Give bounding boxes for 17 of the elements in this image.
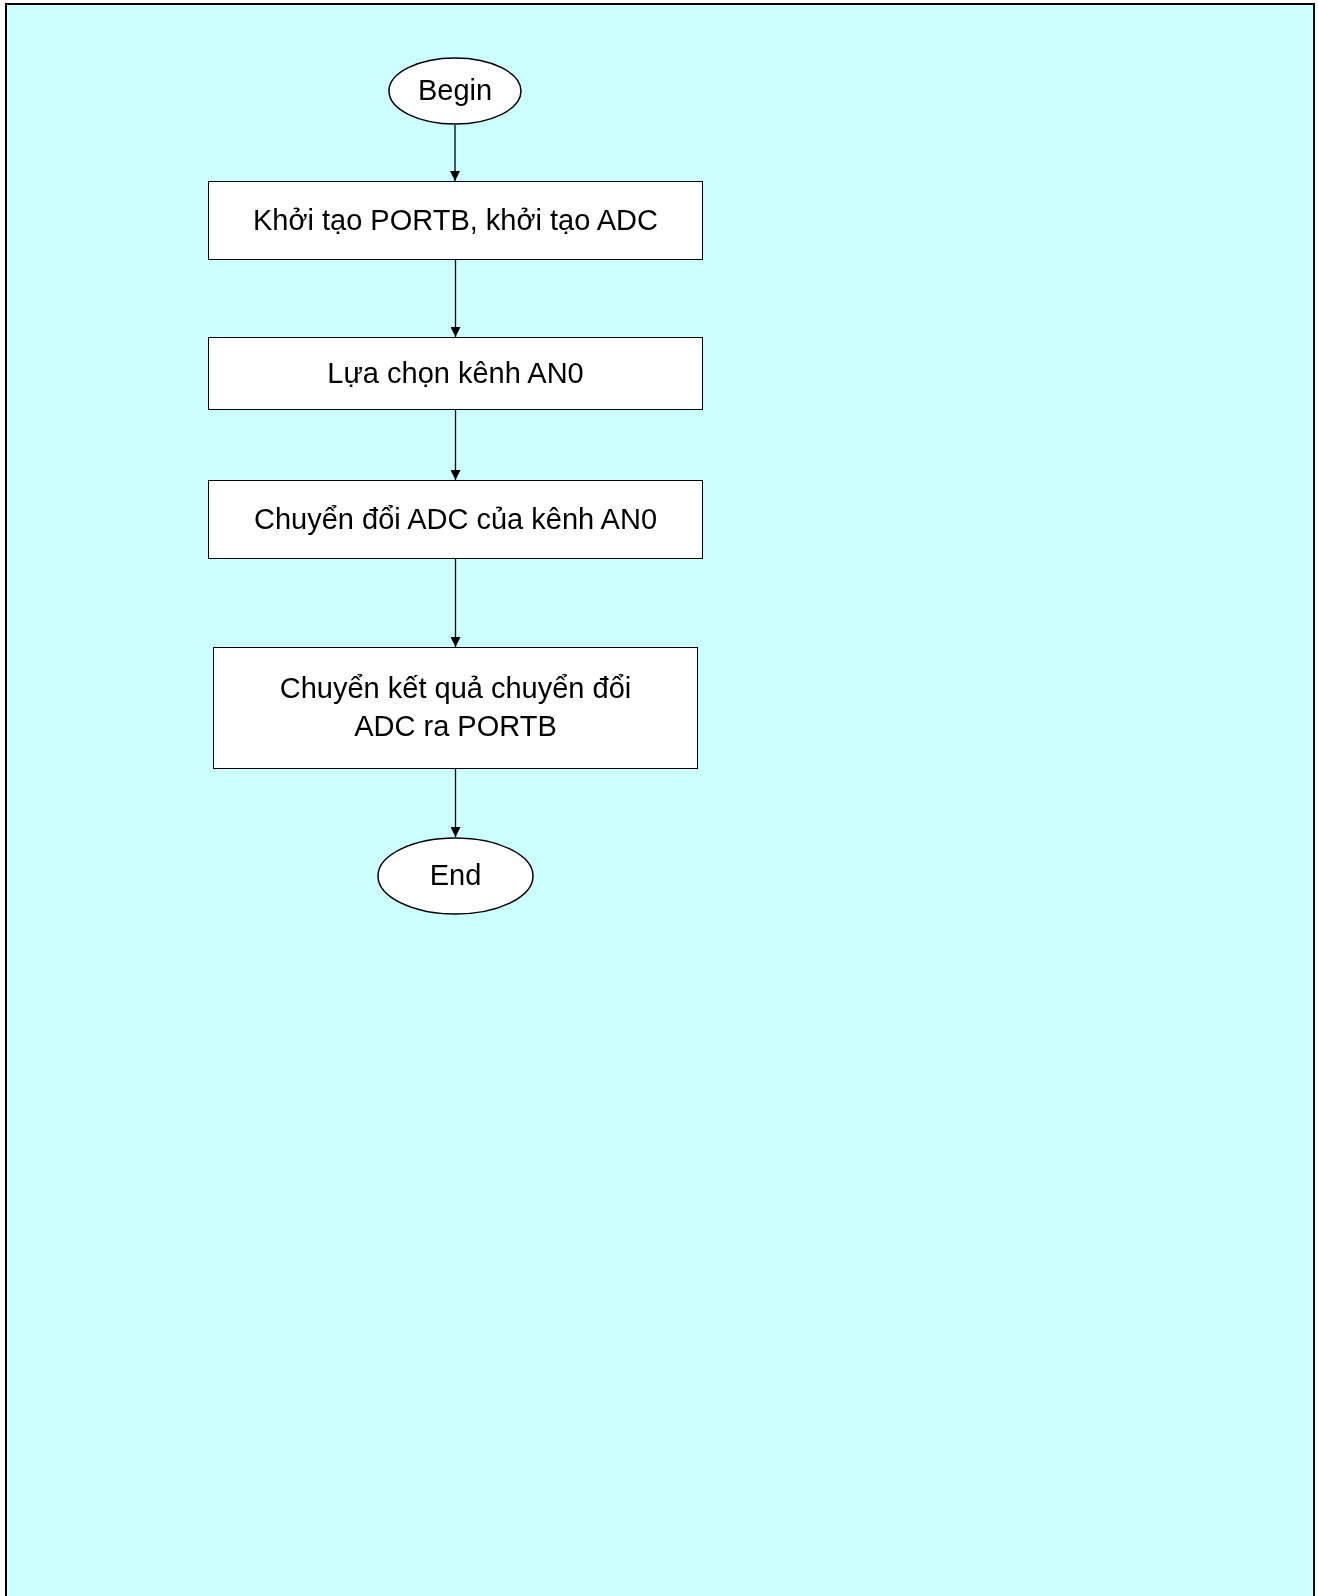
arrow <box>450 409 461 481</box>
arrow <box>450 259 461 338</box>
process-box <box>208 337 703 410</box>
arrow <box>450 768 461 838</box>
step-text: Chuyển đổi ADC của kênh AN0 <box>253 501 658 537</box>
terminal-ellipse <box>388 57 522 125</box>
step-text: Begin <box>416 73 494 109</box>
arrow <box>450 558 461 648</box>
arrow <box>450 124 460 182</box>
process-box <box>208 181 703 260</box>
terminal-ellipse <box>377 837 534 915</box>
process-box <box>213 647 698 769</box>
step-text: Chuyển kết quả chuyển đổi ADC ra PORTB <box>278 671 633 744</box>
process-box <box>208 480 703 559</box>
step-text: Khởi tạo PORTB, khởi tạo ADC <box>252 202 659 238</box>
step-text: Lựa chọn kênh AN0 <box>326 355 585 391</box>
step-text: End <box>428 858 483 894</box>
